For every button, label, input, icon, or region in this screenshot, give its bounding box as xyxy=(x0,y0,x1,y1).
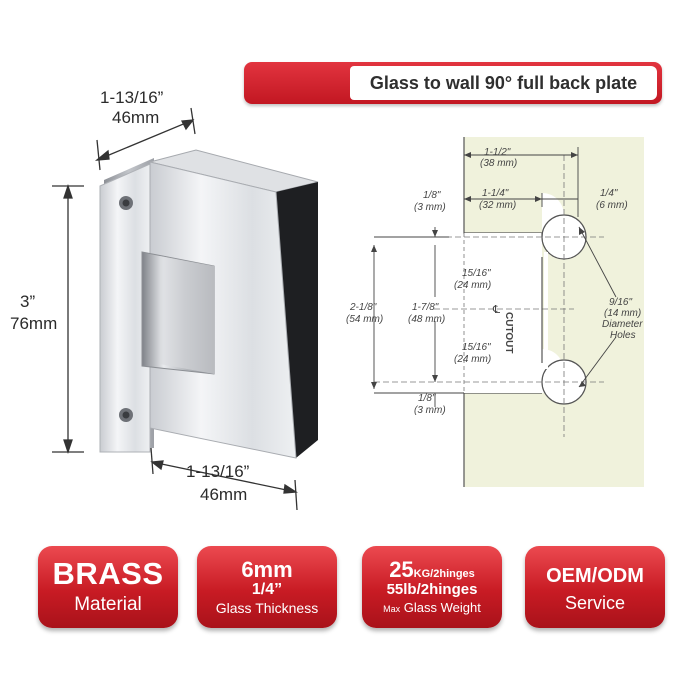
height-dimension-line xyxy=(52,183,84,455)
hole-holes-label: Holes xyxy=(610,330,636,341)
hinge-image xyxy=(52,107,319,511)
total-width-mm: (38 mm) xyxy=(480,158,518,169)
oem-label: Service xyxy=(564,593,626,613)
top-width-dimension-line xyxy=(94,107,196,171)
bottom-width-inch-label: 1-13/16” xyxy=(186,462,250,481)
bottom-width-dimension-line xyxy=(150,447,298,511)
top-gap-mm: (3 mm) xyxy=(414,202,446,213)
height-inch-label: 3” xyxy=(20,292,36,311)
edge-width-inch: 1/4" xyxy=(600,188,618,199)
inner-width-mm: (32 mm) xyxy=(479,200,517,211)
weight-kg-line: 25KG/2hinges xyxy=(389,556,475,582)
bottom-gap-mm: (3 mm) xyxy=(414,405,446,416)
half-lower-mm: (24 mm) xyxy=(454,354,492,365)
overall-height-inch: 2-1/8" xyxy=(350,302,377,313)
weight-max-prefix: Max xyxy=(383,604,401,615)
weight-label-text: Glass Weight xyxy=(403,600,481,616)
thickness-mm-value: 6mm xyxy=(241,556,293,582)
centerline-symbol: ℄ xyxy=(493,304,501,316)
hole-spacing-mm: (48 mm) xyxy=(408,314,446,325)
half-upper-mm: (24 mm) xyxy=(454,280,492,291)
hole-spacing-inch: 1-7/8" xyxy=(412,302,439,313)
bottom-gap-inch: 1/8" xyxy=(418,393,436,404)
bottom-width-mm-label: 46mm xyxy=(200,485,248,504)
material-label: Material xyxy=(74,594,142,616)
overall-height-mm: (54 mm) xyxy=(346,314,384,325)
weight-lb-value: 55lb/2hinges xyxy=(386,580,478,598)
hole-diameter-inch: 9/16" xyxy=(609,297,633,308)
hole-diameter-label: Diameter xyxy=(602,319,643,330)
edge-width-mm: (6 mm) xyxy=(596,200,628,211)
inner-width-inch: 1-1/4" xyxy=(482,188,509,199)
weight-kg-unit: KG/2hinges xyxy=(413,567,475,580)
half-upper-inch: 15/16" xyxy=(462,268,491,279)
thickness-inch-value: 1/4” xyxy=(251,580,283,598)
hole-diameter-mm: (14 mm) xyxy=(604,308,642,319)
weight-kg-value: 25 xyxy=(389,556,414,582)
total-width-inch: 1-1/2" xyxy=(484,147,511,158)
thickness-label: Glass Thickness xyxy=(215,600,319,617)
cutout-label: CUTOUT xyxy=(503,312,514,354)
top-width-mm-label: 46mm xyxy=(112,108,160,127)
page-title: Glass to wall 90° full back plate xyxy=(350,66,657,100)
material-badge: BRASS Material xyxy=(38,546,178,628)
glass-thickness-badge: 6mm 1/4” Glass Thickness xyxy=(197,546,337,628)
cutout-technical-drawing: 1-1/2" (38 mm) 1-1/4" (32 mm) 1/4" (6 mm… xyxy=(334,137,644,487)
half-lower-inch: 15/16" xyxy=(462,342,491,353)
top-gap-inch: 1/8" xyxy=(423,190,441,201)
oem-value: OEM/ODM xyxy=(546,565,644,587)
height-mm-label: 76mm xyxy=(10,314,58,333)
material-value: BRASS xyxy=(52,555,164,591)
weight-label: Max Glass Weight xyxy=(383,600,481,615)
hinge-product-illustration: 1-13/16” 46mm 3” 76mm 1-13/16” 46mm xyxy=(0,0,340,530)
top-width-inch-label: 1-13/16” xyxy=(100,88,164,107)
cutout-diagram xyxy=(371,137,644,487)
oem-service-badge: OEM/ODM Service xyxy=(525,546,665,628)
max-glass-weight-badge: 25KG/2hinges 55lb/2hinges Max Glass Weig… xyxy=(362,546,502,628)
title-banner: Glass to wall 90° full back plate xyxy=(244,62,662,104)
